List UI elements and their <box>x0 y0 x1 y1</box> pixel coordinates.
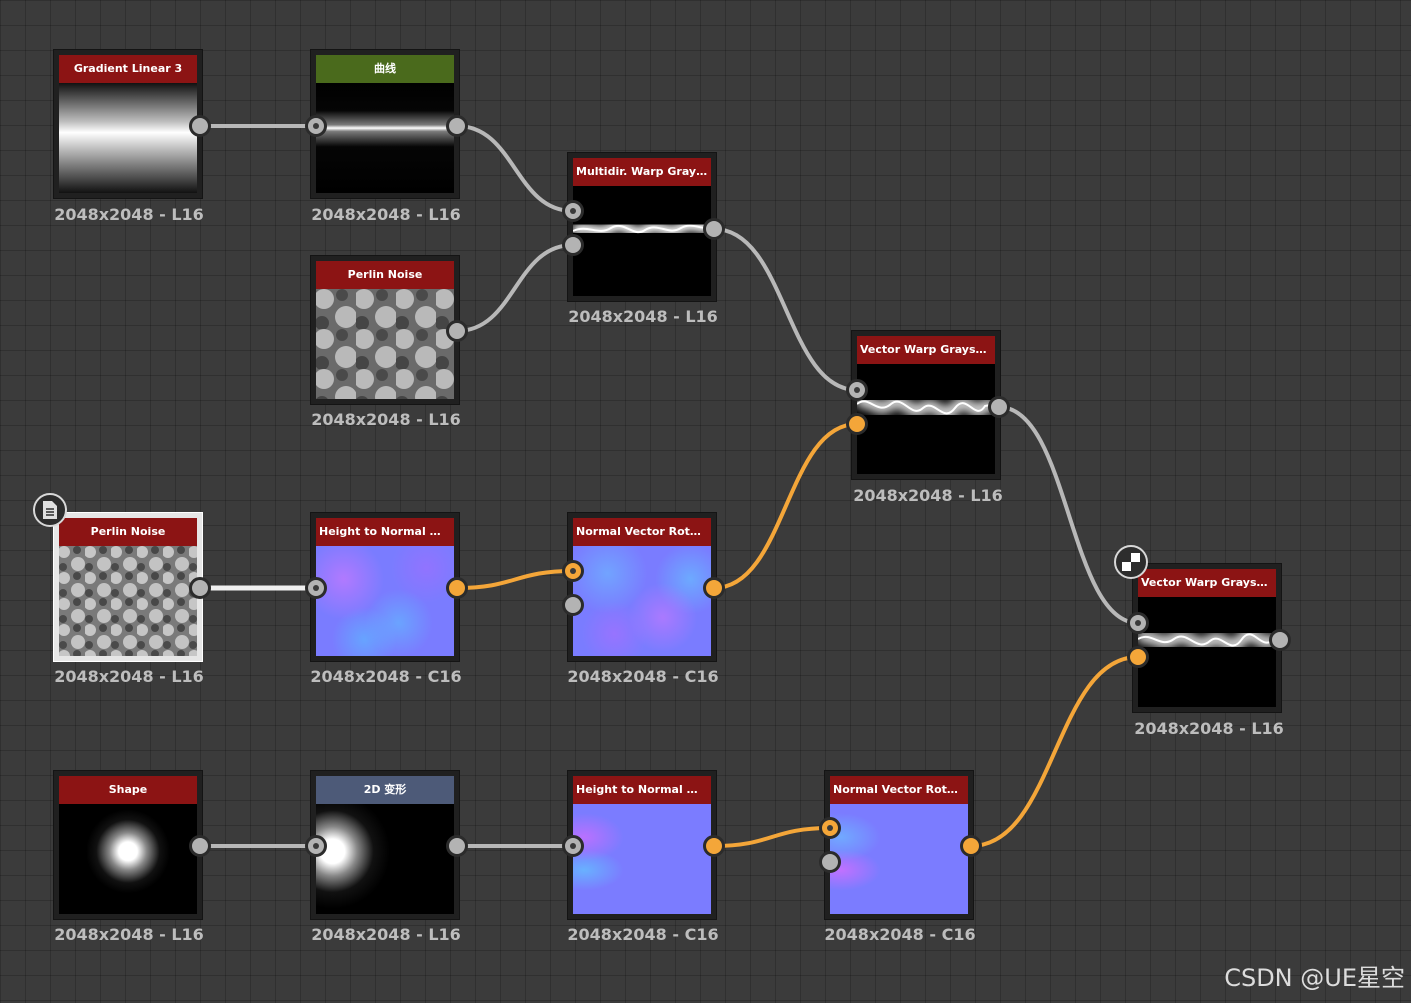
node-shape[interactable]: Shape <box>53 770 203 920</box>
input-port[interactable] <box>846 379 868 401</box>
input-port[interactable] <box>305 577 327 599</box>
node-height-to-normal[interactable]: Height to Normal Wo... <box>310 512 460 662</box>
node-preview <box>830 804 968 914</box>
node-resolution: 2048x2048 - L16 <box>54 925 204 944</box>
node-title: Perlin Noise <box>316 261 454 289</box>
input-port[interactable] <box>305 835 327 857</box>
node-title: Gradient Linear 3 <box>59 55 197 83</box>
node-curve[interactable]: 曲线 <box>310 49 460 199</box>
input-port[interactable] <box>562 560 584 582</box>
node-preview <box>316 289 454 399</box>
node-normal-vector-rotation[interactable]: Normal Vector Rotation <box>567 512 717 662</box>
node-resolution: 2048x2048 - L16 <box>311 925 461 944</box>
node-title: Shape <box>59 776 197 804</box>
wire <box>998 405 1139 625</box>
node-2d-transform[interactable]: 2D 变形 <box>310 770 460 920</box>
node-title: Height to Normal Wo... <box>573 776 711 804</box>
node-preview <box>573 546 711 656</box>
wire <box>713 422 858 590</box>
node-title: Normal Vector Rotation <box>573 518 711 546</box>
wire <box>456 124 574 213</box>
node-preview <box>573 186 711 296</box>
node-resolution: 2048x2048 - C16 <box>824 925 976 944</box>
node-preview <box>316 546 454 656</box>
output-port[interactable] <box>446 835 468 857</box>
node-resolution: 2048x2048 - L16 <box>311 205 461 224</box>
output-port[interactable] <box>189 115 211 137</box>
node-resolution: 2048x2048 - C16 <box>567 667 719 686</box>
node-preview <box>59 83 197 193</box>
input-port[interactable] <box>819 851 841 873</box>
checker-output-icon[interactable] <box>1114 545 1148 579</box>
node-preview <box>59 804 197 914</box>
output-port[interactable] <box>960 835 982 857</box>
node-resolution: 2048x2048 - L16 <box>54 667 204 686</box>
node-preview <box>857 364 995 474</box>
node-resolution: 2048x2048 - L16 <box>54 205 204 224</box>
input-port[interactable] <box>562 234 584 256</box>
node-resolution: 2048x2048 - L16 <box>1134 719 1284 738</box>
node-preview <box>316 804 454 914</box>
node-resolution: 2048x2048 - C16 <box>310 667 462 686</box>
input-port[interactable] <box>562 200 584 222</box>
input-port[interactable] <box>562 594 584 616</box>
node-vector-warp-grayscale[interactable]: Vector Warp Grayscale <box>851 330 1001 480</box>
output-port[interactable] <box>988 396 1010 418</box>
input-port[interactable] <box>305 115 327 137</box>
output-port[interactable] <box>703 577 725 599</box>
input-port[interactable] <box>846 413 868 435</box>
input-port[interactable] <box>1127 612 1149 634</box>
node-perlin-noise-selected[interactable]: Perlin Noise <box>53 512 203 662</box>
node-height-to-normal-bottom[interactable]: Height to Normal Wo... <box>567 770 717 920</box>
output-port[interactable] <box>189 577 211 599</box>
output-port[interactable] <box>703 218 725 240</box>
node-multidir-warp-grayscale[interactable]: Multidir. Warp Grayscale <box>567 152 717 302</box>
node-preview <box>573 804 711 914</box>
input-port[interactable] <box>562 835 584 857</box>
node-title: 曲线 <box>316 55 454 83</box>
node-preview <box>1138 597 1276 707</box>
node-title: Multidir. Warp Grayscale <box>573 158 711 186</box>
node-title: 2D 变形 <box>316 776 454 804</box>
wire <box>456 243 574 333</box>
node-normal-vector-rotation-bottom[interactable]: Normal Vector Rotation <box>824 770 974 920</box>
document-icon[interactable] <box>33 493 67 527</box>
node-perlin-noise[interactable]: Perlin Noise <box>310 255 460 405</box>
node-title: Normal Vector Rotation <box>830 776 968 804</box>
output-port[interactable] <box>1269 629 1291 651</box>
wire <box>456 569 574 590</box>
node-resolution: 2048x2048 - L16 <box>853 486 1003 505</box>
node-preview <box>59 546 197 656</box>
wire <box>713 227 858 392</box>
node-resolution: 2048x2048 - C16 <box>567 925 719 944</box>
node-title: Height to Normal Wo... <box>316 518 454 546</box>
node-title: Vector Warp Grayscale <box>857 336 995 364</box>
node-preview <box>316 83 454 193</box>
node-title: Vector Warp Grayscale <box>1138 569 1276 597</box>
node-title: Perlin Noise <box>59 518 197 546</box>
wire <box>970 655 1139 848</box>
output-port[interactable] <box>446 115 468 137</box>
output-port[interactable] <box>446 320 468 342</box>
watermark: CSDN @UE星空 <box>1224 964 1405 992</box>
output-port[interactable] <box>189 835 211 857</box>
node-resolution: 2048x2048 - L16 <box>568 307 718 326</box>
output-port[interactable] <box>446 577 468 599</box>
input-port[interactable] <box>1127 646 1149 668</box>
input-port[interactable] <box>819 817 841 839</box>
node-gradient-linear[interactable]: Gradient Linear 3 <box>53 49 203 199</box>
node-resolution: 2048x2048 - L16 <box>311 410 461 429</box>
output-port[interactable] <box>703 835 725 857</box>
node-vector-warp-grayscale-output[interactable]: Vector Warp Grayscale <box>1132 563 1282 713</box>
wire <box>713 826 831 848</box>
